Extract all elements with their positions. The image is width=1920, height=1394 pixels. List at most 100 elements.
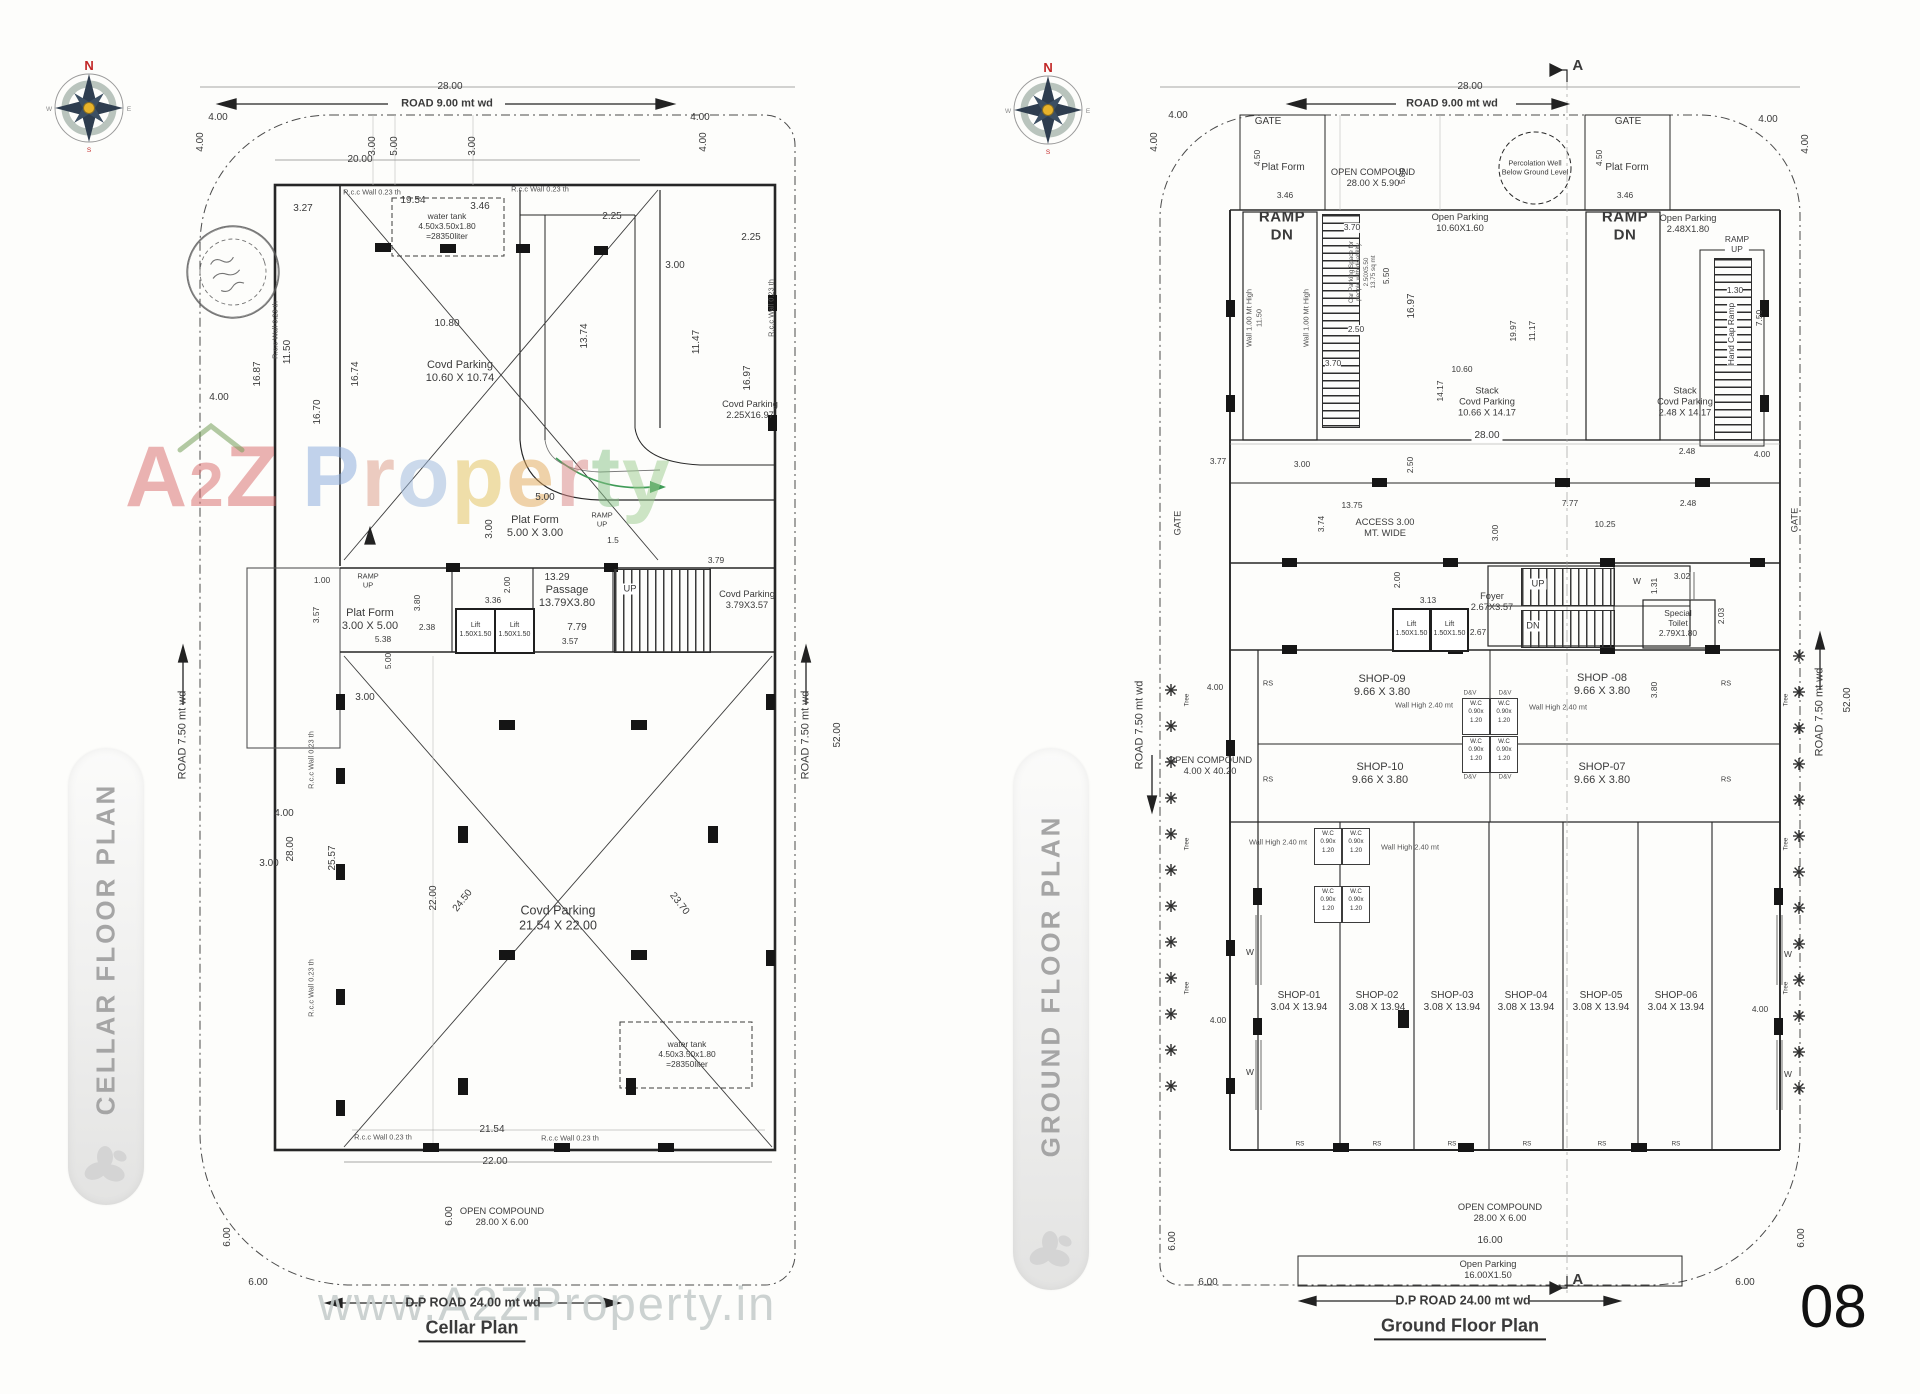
well-line: Percolation Well [1508,158,1562,168]
cellar-stair-treads [614,569,711,653]
wm-letter: y [622,429,672,525]
dim-label: 13.74 [579,323,591,349]
cellar-construction-lines [200,86,795,1163]
ramp-line: RAMP [1258,208,1306,226]
rs-mark: RS [1522,1140,1532,1148]
wall-note: Wall 1.00 Mt High [1244,288,1254,348]
area-size: 16.00X1.50 [1464,1270,1512,1280]
dim-label: 3.77 [1209,456,1227,467]
wall-note: R.c.c Wall 0.23 th [306,731,316,789]
tree-label: Tree [1782,693,1790,707]
wm-letter: o [396,429,452,525]
dim-label: 3.70 [1324,358,1342,369]
dim-label: 3.57 [311,606,322,624]
dim-label: 19.54 [400,195,426,207]
dim-label: 6.00 [222,1227,234,1247]
dim-label: 11.50 [1254,309,1264,327]
dim-label: 16.00 [1477,1235,1503,1247]
dim-label: 21.54 [479,1124,505,1136]
shop-size: 3.04 X 13.94 [1647,1002,1705,1013]
compass-w-label: W [46,106,53,113]
water-tank-line: water tank [667,1039,707,1050]
plan-title-cellar: Cellar Plan [418,1317,526,1343]
shop-size: 3.08 X 13.94 [1348,1002,1406,1013]
room-size: 2.67X3.57 [1470,602,1514,612]
trees-left-icons [1164,683,1178,1093]
area-name: Open Parking [1459,1259,1517,1270]
section-marker-label: A [1572,1271,1584,1289]
room-name: Covd Parking [719,589,775,600]
wc-size: 1.20 [1349,904,1363,912]
cellar-road-arrows [177,98,812,1309]
access-line: MT. WIDE [1364,528,1406,538]
sidebar-ground-floor-plan: GROUND FLOOR PLAN [1013,748,1089,1290]
dim-label: 10.60 [1451,364,1473,375]
compass-rose-right: N W E S [1005,62,1091,156]
dim-label: 6.00 [1167,1231,1179,1251]
wall-note: R.c.c Wall 0.23 th [541,1133,599,1143]
wc-label: W.C [1322,830,1334,837]
dim-label: 11.50 [282,339,294,365]
shop-size: 9.66 X 3.80 [1353,686,1411,698]
dim-label: 2.50 [1347,324,1365,335]
dim-label: 4.00 [698,132,710,152]
tree-label: Tree [1183,693,1191,707]
dim-label: 16.74 [350,361,362,387]
compass-e-label: E [127,106,132,113]
tree-label: Tree [1782,981,1790,995]
room-name: Toilet [1668,618,1688,629]
wall-height-note: Wall High 2.40 mt [1248,837,1308,847]
dim-label: 3.00 [484,519,496,539]
shop-size: 3.08 X 13.94 [1423,1002,1481,1013]
dim-label: 1.5 [607,535,619,546]
dim-label: 3.57 [561,636,579,647]
room-label-plat-form: Plat Form [1605,162,1649,174]
dim-label: 2.00 [1392,571,1403,589]
dim-label: 52.00 [832,722,844,748]
shop-name: SHOP-06 [1654,990,1698,1002]
dim-label: 3.74 [1316,515,1327,533]
dim-label: 3.79 [707,555,725,566]
note-line: 2.50X5.50 [1363,257,1370,287]
note-line: people with disability [1355,243,1363,301]
road-label: ROAD 7.50 mt wd [1133,680,1146,770]
wc-size: 1.20 [1469,754,1483,762]
wc-size: 1.20 [1497,716,1511,724]
room-name: Covd Parking [722,399,778,410]
wall-height-note: Wall High 2.40 mt [1528,702,1588,712]
stairs-dn-label: DN [1524,620,1542,632]
dv-mark: D&V [1463,689,1477,697]
dim-label: 4.00 [209,392,229,404]
dim-label: 2.38 [418,622,436,633]
shop-size: 3.04 X 13.94 [1270,1002,1328,1013]
room-size: 5.00 X 3.00 [506,527,564,539]
ground-section-markers [1549,63,1568,1295]
compass-s-label: S [1046,149,1051,156]
area-name: OPEN COMPOUND [1457,1202,1543,1213]
section-marker-label: A [1572,57,1584,75]
area-size: 28.00 X 5.90 [1346,178,1400,188]
shop-name: SHOP-01 [1277,990,1321,1002]
flower-icon [84,1146,127,1182]
dim-label: 4.00 [1800,134,1812,154]
dim-label: 16.97 [1406,293,1418,319]
area-name: OPEN COMPOUND [1330,167,1416,178]
compass-n-label: N [84,60,93,73]
wc-size: 1.20 [1321,846,1335,854]
